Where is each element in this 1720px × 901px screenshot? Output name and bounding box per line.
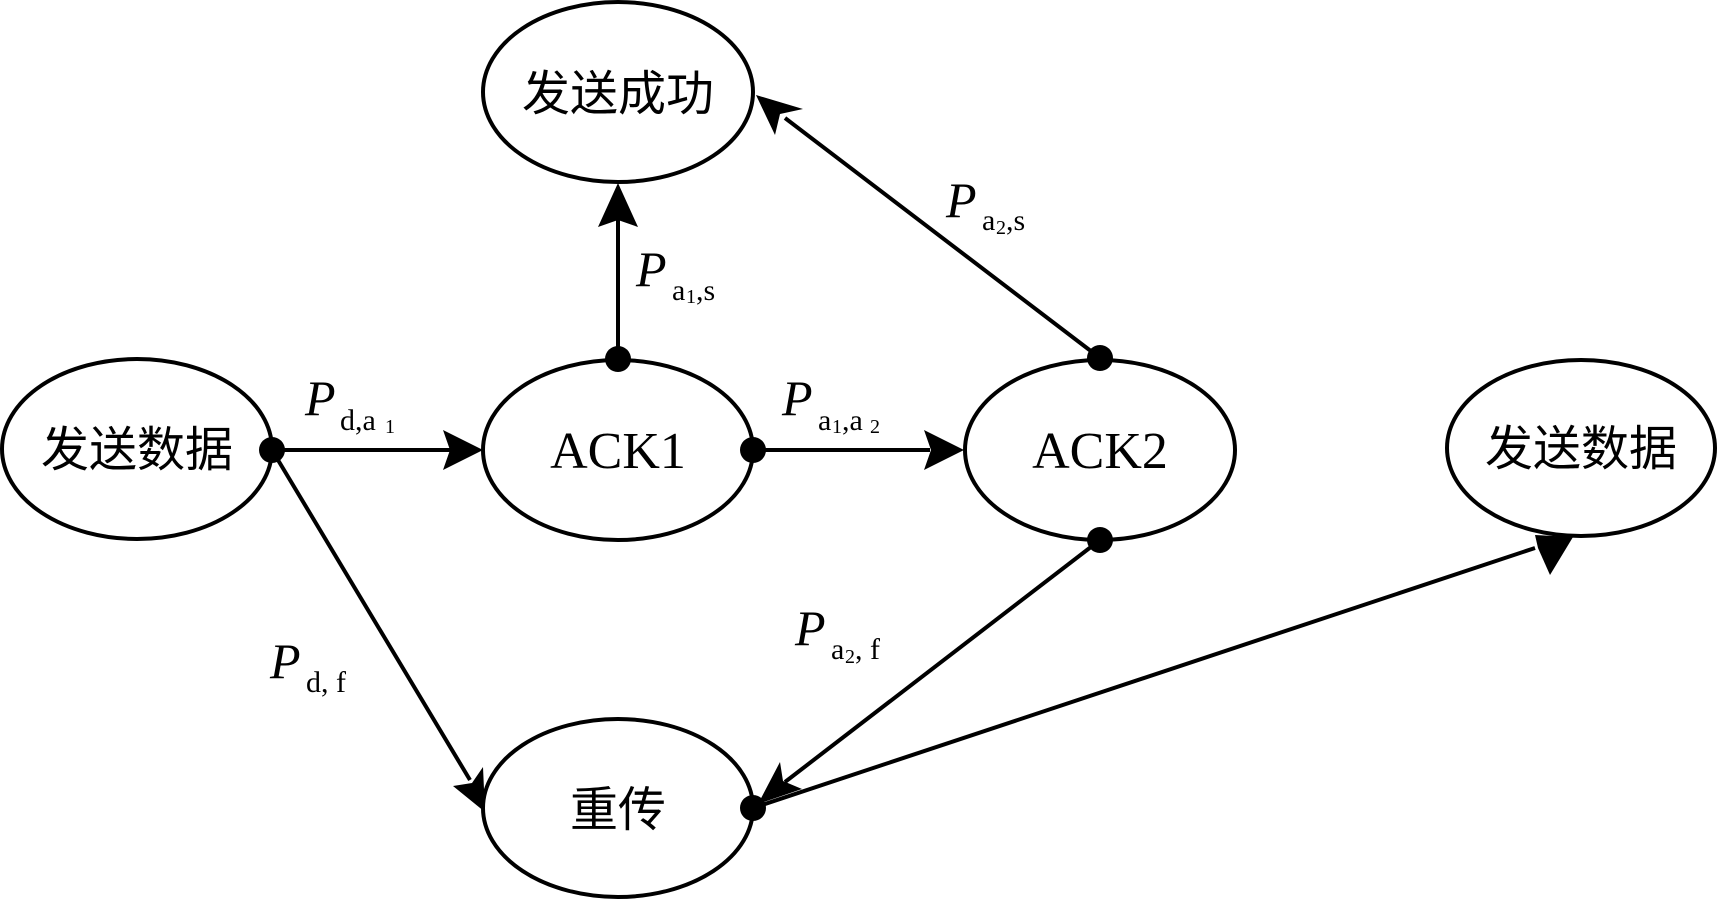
svg-text:1: 1 (385, 416, 395, 438)
svg-text:a: a (818, 404, 831, 437)
arrowhead-senddata-right (1535, 535, 1573, 575)
svg-text:a: a (831, 633, 844, 666)
svg-text:P: P (794, 600, 826, 656)
port-dot-senddata-right (259, 437, 285, 463)
svg-text:1: 1 (832, 416, 842, 438)
node-label: 发送数据 (1485, 421, 1677, 477)
node-label: 重传 (570, 782, 666, 838)
node-label: ACK1 (550, 423, 686, 480)
edge-label-p-d-a1: P d,a 1 (304, 370, 395, 438)
edge-label-p-a2-f: P a 2 , f (794, 600, 880, 668)
svg-text:P: P (781, 370, 813, 426)
svg-text:a: a (672, 274, 685, 307)
arrowhead-success-right (756, 95, 803, 135)
svg-text:2: 2 (996, 217, 1006, 239)
edge-ack2-to-retransmit (783, 538, 1102, 784)
svg-text:2: 2 (845, 646, 855, 668)
svg-text:, f: , f (855, 633, 880, 666)
svg-text:d, f: d, f (306, 666, 346, 699)
node-label: ACK2 (1032, 423, 1168, 480)
node-ack1: ACK1 (481, 358, 755, 542)
port-dot-ack2-top (1087, 345, 1113, 371)
edge-ack2-to-success (783, 116, 1102, 360)
node-send-data-right: 发送数据 (1445, 358, 1717, 538)
node-send-data-left: 发送数据 (0, 357, 274, 541)
node-label: 发送数据 (41, 422, 233, 478)
node-ack2: ACK2 (963, 358, 1237, 542)
svg-text:,s: ,s (696, 274, 715, 307)
svg-text:,a: ,a (842, 404, 863, 437)
arrowhead-retransmit-right (758, 762, 802, 804)
arrowhead-ack1 (443, 430, 483, 470)
edge-label-p-a1-a2: P a 1 ,a 2 (781, 370, 880, 438)
svg-text:P: P (304, 370, 336, 426)
port-dot-ack2-bottom (1087, 527, 1113, 553)
edge-label-p-a1-s: P a 1 ,s (635, 241, 715, 308)
node-label: 发送成功 (522, 66, 714, 122)
svg-text:2: 2 (870, 416, 880, 438)
port-dot-ack1-top (605, 346, 631, 372)
arrowhead-retransmit-left (453, 767, 485, 812)
port-dot-retransmit-right (740, 795, 766, 821)
edge-label-p-a2-s: P a 2 ,s (945, 172, 1025, 239)
svg-text:P: P (635, 241, 667, 297)
svg-text:a: a (982, 204, 995, 237)
svg-text:P: P (269, 633, 301, 689)
svg-text:1: 1 (686, 286, 696, 308)
edge-senddata-to-retransmit (270, 448, 472, 782)
node-send-success: 发送成功 (481, 0, 755, 184)
node-retransmit: 重传 (481, 717, 755, 899)
edge-retransmit-to-senddata (752, 546, 1536, 810)
arrowhead-ack2 (924, 430, 964, 470)
edge-label-p-d-f: P d, f (269, 633, 346, 699)
svg-text:P: P (945, 172, 977, 228)
port-dot-ack1-right (740, 437, 766, 463)
arrowhead-success-bottom (598, 183, 638, 227)
svg-text:d,a: d,a (340, 404, 376, 437)
svg-text:,s: ,s (1006, 204, 1025, 237)
